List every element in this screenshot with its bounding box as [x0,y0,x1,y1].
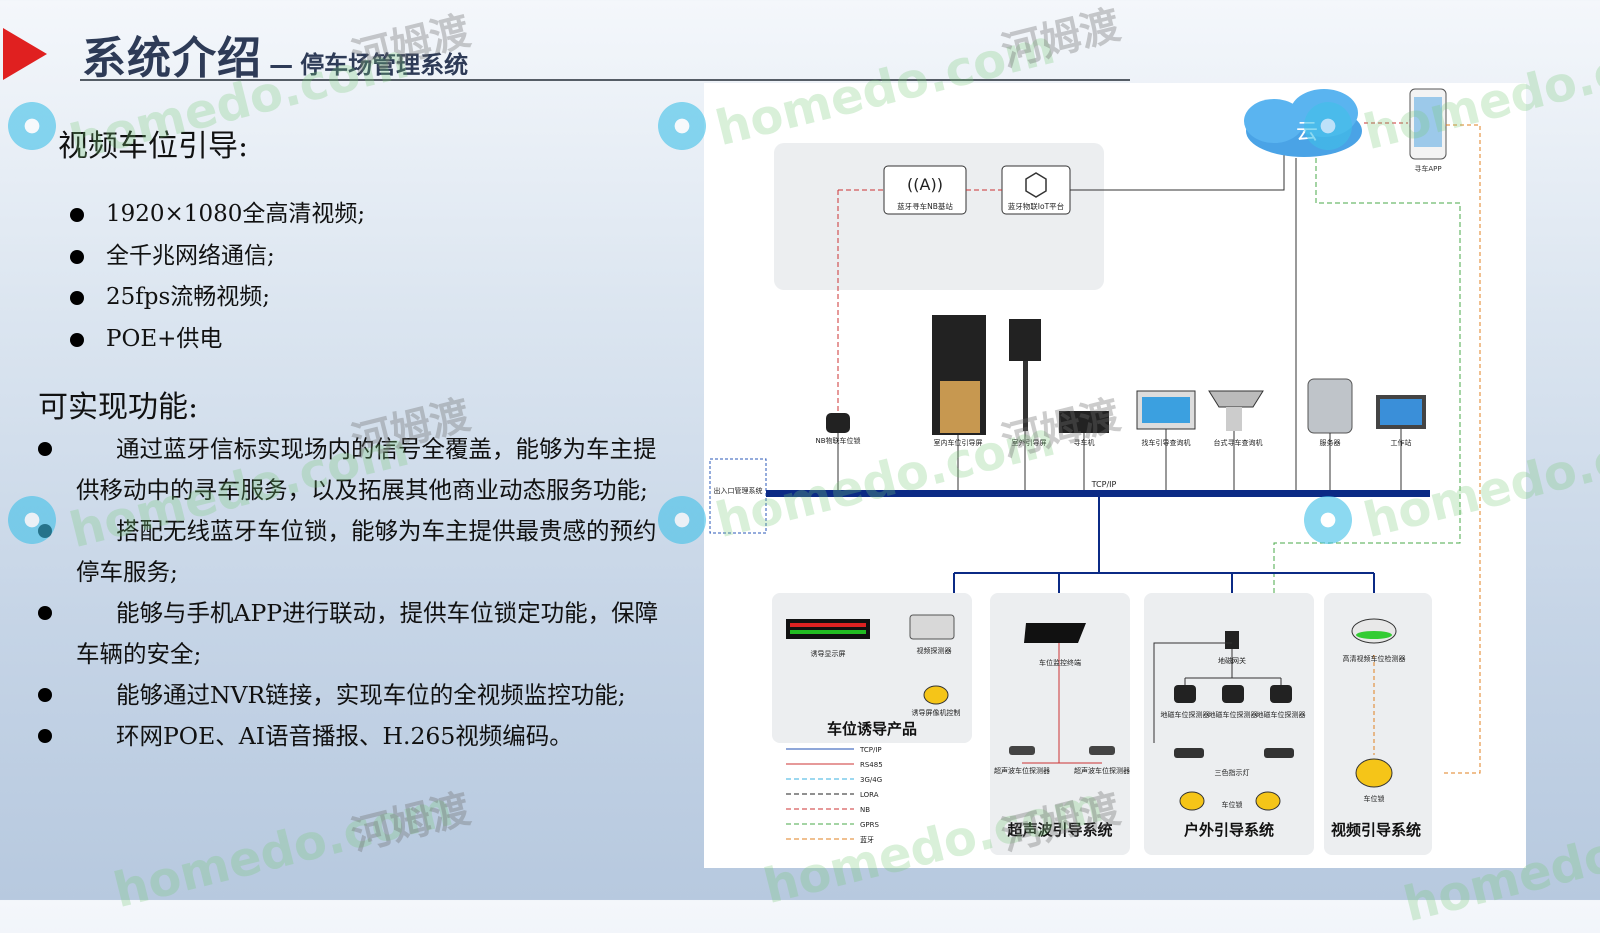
group-ultrasonic-guidance-system: 车位监控终端 超声波车位探测器 超声波车位探测器 超声波引导系统 [990,593,1130,855]
svg-text:车位锁: 车位锁 [1364,794,1385,803]
watermark-logo-icon [654,492,710,548]
server-icon [1307,378,1353,434]
bullet-dot [70,332,84,347]
section1-bullet-list: 1920×1080全高清视频; 全千兆网络通信; 25fps流畅视频; POE+… [70,194,365,360]
group-title: 车位诱导产品 [827,720,917,738]
svg-text:三色指示灯: 三色指示灯 [1215,768,1250,777]
svg-text:超声波车位探测器: 超声波车位探测器 [1074,766,1130,775]
group-parking-guidance-products: 诱导显示屏 视频探测器 诱导屏像机控制 车位诱导产品 [772,593,972,743]
group-title: 户外引导系统 [1184,821,1274,839]
title-main: 系统介绍 [82,33,262,84]
bullet-dot [70,249,84,264]
svg-text:地磁车位探测器: 地磁车位探测器 [1161,710,1210,719]
svg-text:地磁车位探测器: 地磁车位探测器 [1257,710,1306,719]
svg-text:蓝牙: 蓝牙 [860,835,874,844]
svg-text:高清视频车位检测器: 高清视频车位检测器 [1343,654,1406,663]
outdoor-guidance-screen [1009,319,1041,431]
slide-title: 系统介绍 — 停车场管理系统 [82,22,468,86]
bullet-dot [38,606,52,620]
system-architecture-diagram: ((A)) 蓝牙寻车NB基站 蓝牙物联IoT平台 云 寻车APP [704,83,1526,868]
bus-label: TCP/IP [1091,480,1117,489]
svg-text:视频探测器: 视频探测器 [917,646,952,655]
bullet-dot [70,291,84,305]
phone-app-icon: 寻车APP [1409,88,1447,173]
group-outdoor-guidance-system: 地磁网关 地磁车位探测器 地磁车位探测器 地磁车位探测器 三色指示灯 车位锁 户… [1144,593,1314,855]
group-video-guidance-system: 高清视频车位检测器 车位锁 视频引导系统 [1324,593,1432,855]
list-item: 全千兆网络通信; [70,236,365,278]
group-title: 视频引导系统 [1331,821,1421,839]
car-finder-kiosk [1059,411,1109,433]
nb-base-station-device: ((A)) 蓝牙寻车NB基站 [883,165,967,215]
phone-label: 寻车APP [1414,164,1441,173]
title-underline [80,79,1130,81]
svg-text:3G/4G: 3G/4G [860,776,882,784]
svg-text:((A)): ((A)) [907,175,943,194]
svg-text:诱导屏像机控制: 诱导屏像机控制 [912,708,961,717]
workstation-icon [1376,395,1426,429]
svg-text:地磁网关: 地磁网关 [1218,656,1246,665]
slide-marker-arrow [3,28,47,80]
watermark: homedo.com [108,780,459,920]
watermark-logo-icon [1300,98,1356,154]
device-label: 台式寻车查询机 [1214,438,1263,447]
bullet-dot [38,688,52,702]
list-item: 25fps流畅视频; [70,277,365,319]
bullet-dot [70,208,84,222]
watermark-cn: 河姆渡 [997,2,1125,76]
list-item: 环网POE、AI语音播报、H.265视频编码。 [36,716,666,757]
bullet-dot [38,729,52,743]
watermark-cn: 河姆渡 [347,786,475,860]
svg-text:NB: NB [860,806,870,814]
svg-text:TCP/IP: TCP/IP [859,746,882,754]
group-title: 超声波引导系统 [1006,821,1112,839]
device-label: 室外引导屏 [1012,438,1047,447]
desktop-query-terminal [1208,390,1264,431]
bullet-dot [38,442,52,456]
watermark-logo-icon [1300,492,1356,548]
section2-heading: 可实现功能: [38,390,199,425]
watermark-logo-icon [4,98,60,154]
iot-platform-device: 蓝牙物联IoT平台 [1001,165,1071,215]
svg-text:RS485: RS485 [860,761,883,769]
watermark-logo-icon [4,492,60,548]
title-dash: — [269,51,294,79]
entrance-system-box [709,458,767,534]
svg-text:超声波车位探测器: 超声波车位探测器 [994,766,1050,775]
svg-text:车位监控终端: 车位监控终端 [1039,658,1081,667]
list-item: 1920×1080全高清视频; [70,194,365,236]
svg-text:车位锁: 车位锁 [1222,800,1243,809]
svg-text:诱导显示屏: 诱导显示屏 [811,649,846,658]
title-sub: 停车场管理系统 [300,51,469,79]
query-terminal [1136,390,1196,430]
cloud-platform-panel [774,143,1104,290]
entrance-label: 出入口管理系统 [714,486,763,495]
list-item: 能够与手机APP进行联动，提供车位锁定功能，保障车辆的安全; [36,593,666,675]
diagram-legend: TCP/IP RS485 3G/4G LORA NB GPRS 蓝牙 [786,746,883,844]
list-item: 通过蓝牙信标实现场内的信号全覆盖，能够为车主提供移动中的寻车服务，以及拓展其他商… [36,429,666,511]
section2-bullet-list: 通过蓝牙信标实现场内的信号全覆盖，能够为车主提供移动中的寻车服务，以及拓展其他商… [36,429,666,757]
list-item: 搭配无线蓝牙车位锁，能够为车主提供最贵感的预约停车服务; [36,511,666,593]
indoor-guidance-screen [932,315,986,435]
watermark-logo-icon [654,98,710,154]
tcpip-bus-line [766,490,1430,497]
top-device-label: 蓝牙物联IoT平台 [1008,201,1064,211]
list-item: POE+供电 [70,319,365,361]
svg-text:LORA: LORA [860,791,879,799]
svg-text:GPRS: GPRS [860,821,880,829]
top-device-label: 蓝牙寻车NB基站 [897,201,953,211]
svg-text:地磁车位探测器: 地磁车位探测器 [1209,710,1258,719]
nb-parking-lock-device [826,413,850,433]
section1-heading: 视频车位引导: [58,129,249,164]
list-item: 能够通过NVR链接，实现车位的全视频监控功能; [36,675,666,716]
